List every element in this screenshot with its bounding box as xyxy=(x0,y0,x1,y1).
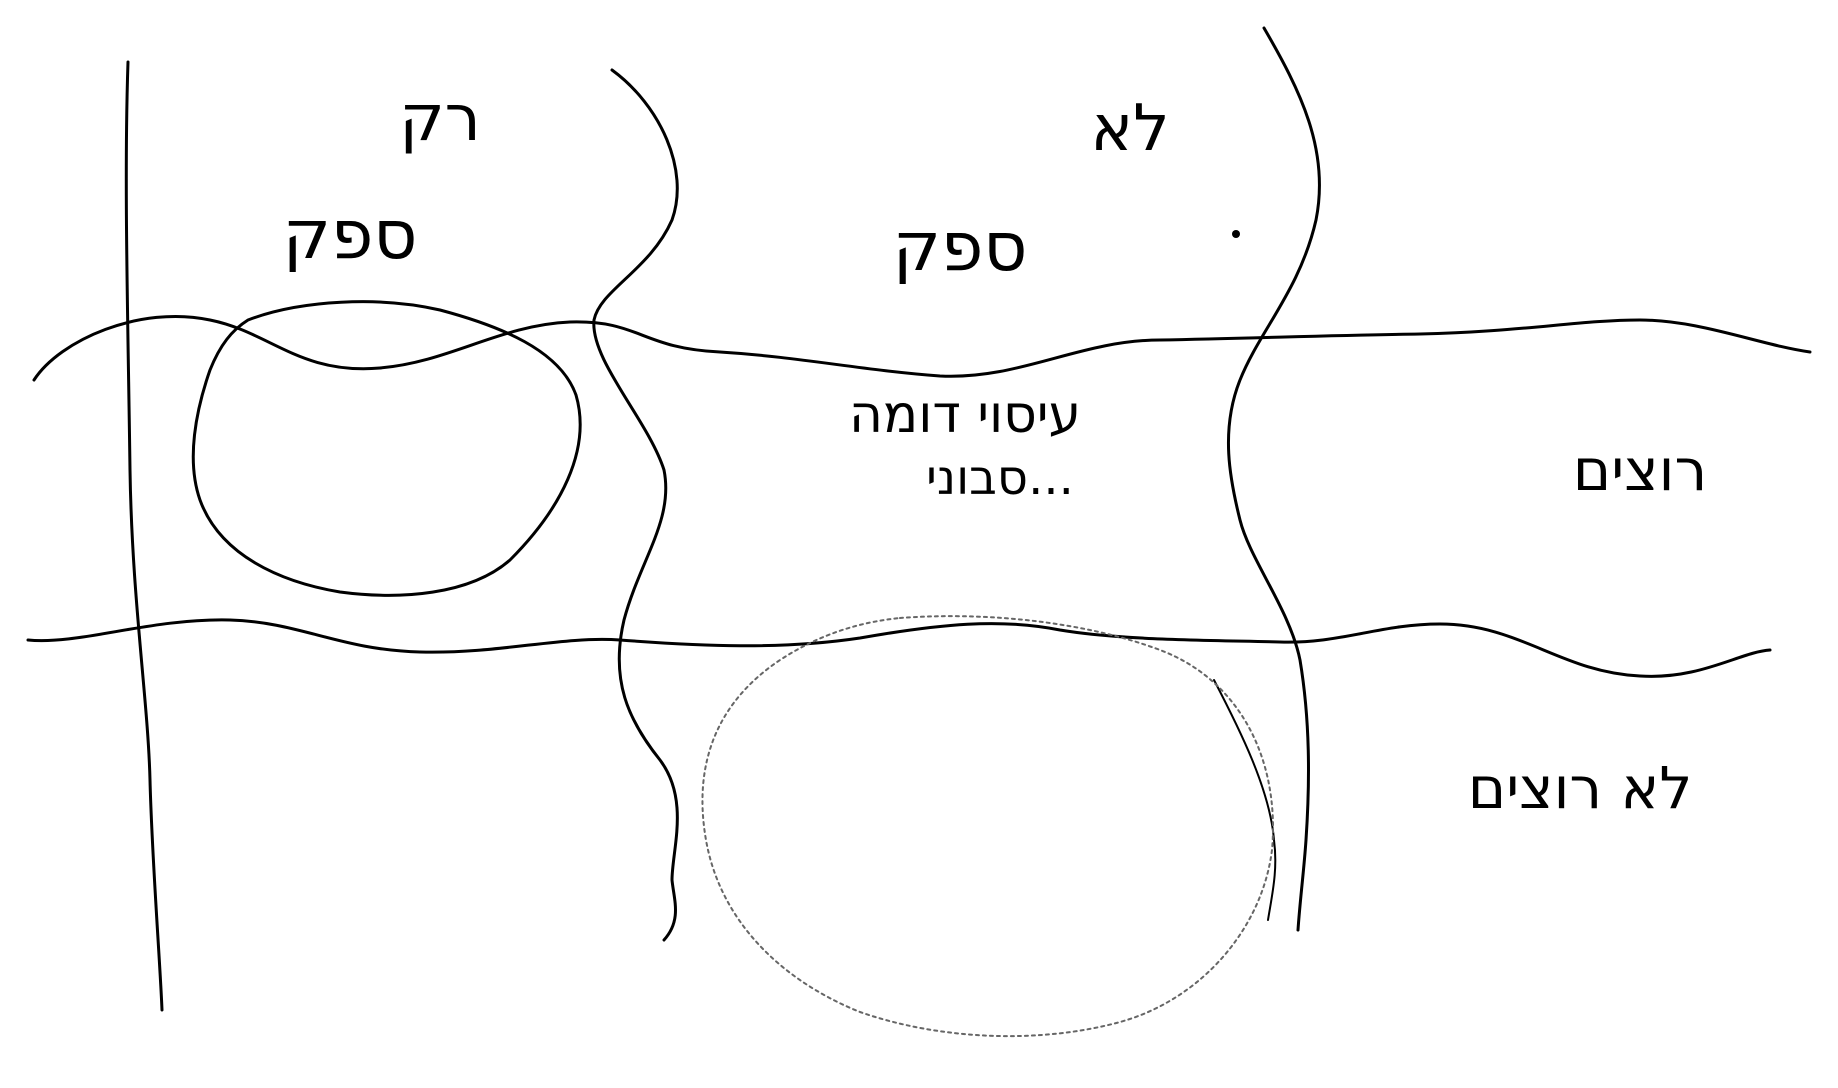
label-center-line2: סבוני... xyxy=(926,450,1074,506)
label-center-line1: עיסוי דומה xyxy=(849,385,1081,445)
label-top-middle-sub: ספק xyxy=(893,208,1028,287)
right-vertical-inner-line xyxy=(1213,679,1277,921)
label-right-row-1: רוצים xyxy=(1573,436,1707,504)
top-horizontal-line xyxy=(32,315,1812,382)
bottom-dotted-ellipse xyxy=(701,615,1274,1038)
label-top-left-header: רק xyxy=(399,82,481,156)
label-top-left-sub: ספק xyxy=(283,196,418,275)
label-right-row-2: לא רוצים xyxy=(1468,754,1693,822)
stray-dot xyxy=(1232,230,1240,238)
left-ellipse xyxy=(191,300,582,597)
middle-vertical-line xyxy=(592,68,679,942)
right-vertical-line xyxy=(1227,26,1321,932)
bottom-horizontal-line xyxy=(26,618,1772,678)
left-vertical-line xyxy=(124,60,164,1012)
label-top-middle-header: לא xyxy=(1090,92,1169,166)
